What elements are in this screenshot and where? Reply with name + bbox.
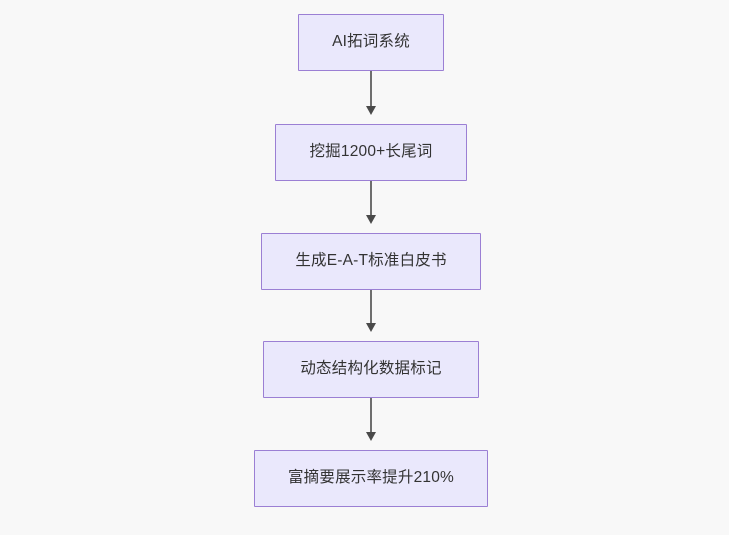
arrowhead-icon [366, 323, 376, 332]
flow-node-ai-keyword-system[interactable]: AI拓词系统 [298, 14, 444, 71]
arrowhead-icon [366, 215, 376, 224]
flow-node-label: 动态结构化数据标记 [300, 360, 442, 378]
flow-node-generate-eat-whitepaper[interactable]: 生成E-A-T标准白皮书 [261, 233, 481, 290]
edge-line [370, 181, 372, 216]
arrowhead-icon [366, 432, 376, 441]
flow-node-dynamic-structured-data-markup[interactable]: 动态结构化数据标记 [263, 341, 479, 398]
flow-node-label: 富摘要展示率提升210% [287, 469, 455, 487]
edge-line [370, 290, 372, 324]
flow-node-label: AI拓词系统 [332, 33, 410, 51]
flow-node-label: 挖掘1200+长尾词 [309, 143, 433, 161]
edge-line [370, 398, 372, 433]
edge-line [370, 71, 372, 107]
flow-node-rich-snippet-impression-lift[interactable]: 富摘要展示率提升210% [254, 450, 488, 507]
flow-node-label: 生成E-A-T标准白皮书 [295, 252, 447, 270]
arrowhead-icon [366, 106, 376, 115]
flow-node-mine-longtail-keywords[interactable]: 挖掘1200+长尾词 [275, 124, 467, 181]
